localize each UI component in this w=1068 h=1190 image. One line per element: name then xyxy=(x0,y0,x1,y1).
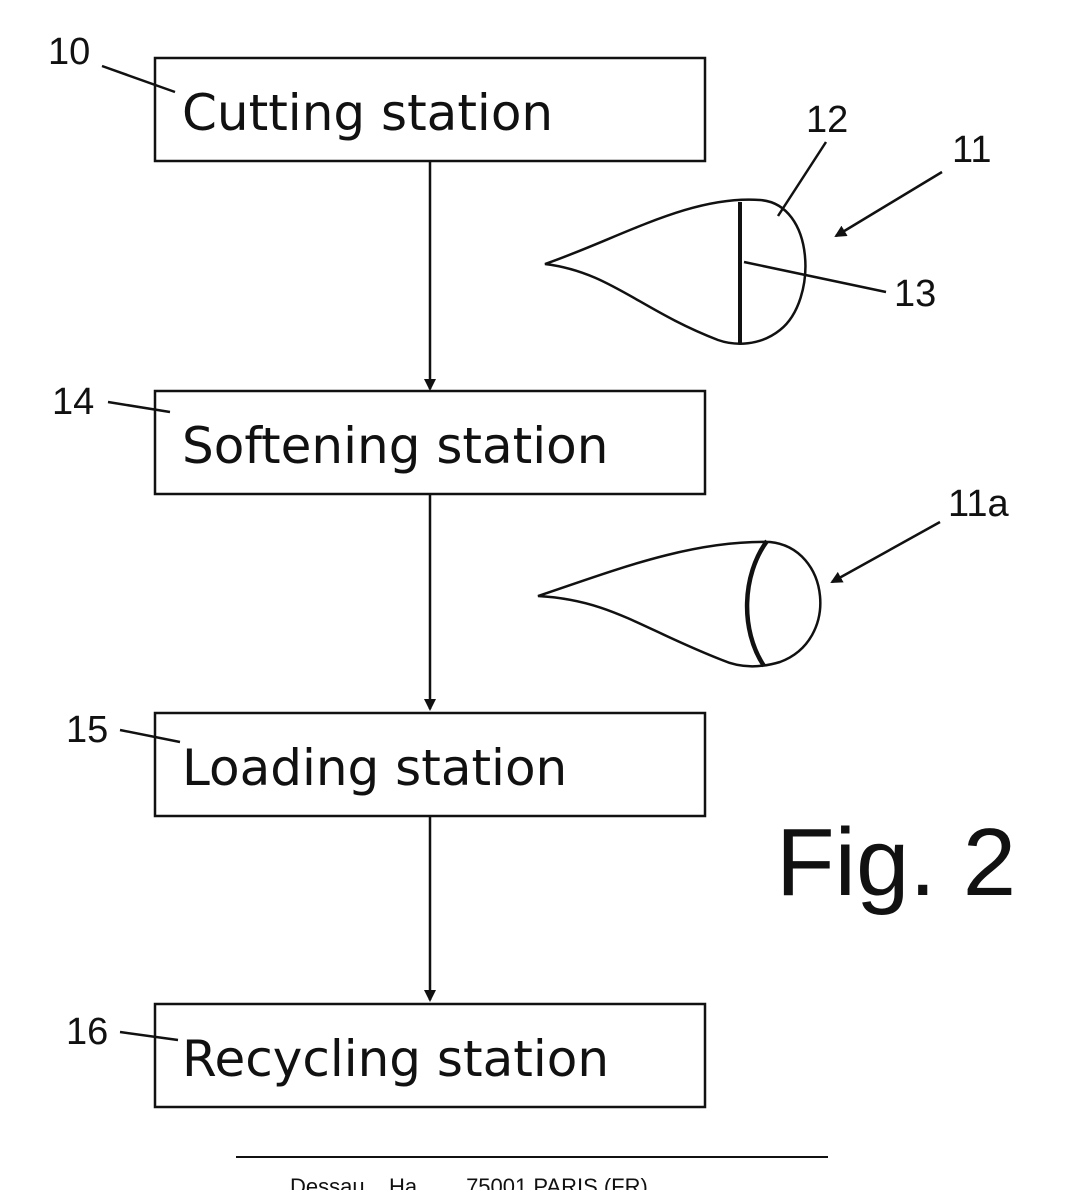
ref-11a-callout: 11a xyxy=(832,483,1009,582)
ref-10-label: 10 xyxy=(48,31,90,73)
footer-text: Dessau... Ha... ... 75001 PARIS (FR) xyxy=(290,1174,648,1190)
recycling-station-label: Recycling station xyxy=(182,1030,609,1088)
recycling-station-box: Recycling station xyxy=(155,1004,705,1107)
ref-13-callout: 13 xyxy=(744,262,936,315)
cutting-station-label: Cutting station xyxy=(182,84,553,142)
ref-16-leader xyxy=(120,1032,178,1040)
loading-station-box: Loading station xyxy=(155,713,705,816)
softened-blade-outline xyxy=(538,542,820,666)
ref-15-label: 15 xyxy=(66,709,108,751)
blade-assembly-drawing xyxy=(545,200,805,344)
ref-11a-arrow xyxy=(832,522,940,582)
blade-outline xyxy=(545,200,805,344)
ref-12-callout: 12 xyxy=(778,99,848,216)
ref-14-leader xyxy=(108,402,170,412)
ref-12-leader xyxy=(778,142,826,216)
ref-16-label: 16 xyxy=(66,1011,108,1053)
softening-station-box: Softening station xyxy=(155,391,705,494)
cutting-station-box: Cutting station xyxy=(155,58,705,161)
ref-14-callout: 14 xyxy=(52,381,170,423)
ref-16-callout: 16 xyxy=(66,1011,178,1053)
ref-14-label: 14 xyxy=(52,381,94,423)
ref-13-leader xyxy=(744,262,886,292)
figure-label: Fig. 2 xyxy=(776,809,1016,916)
ref-12-label: 12 xyxy=(806,99,848,141)
softened-blade-drawing xyxy=(538,541,820,666)
ref-11a-label: 11a xyxy=(948,483,1009,525)
ref-11-arrow xyxy=(836,172,942,236)
ref-15-callout: 15 xyxy=(66,709,180,751)
ref-15-leader xyxy=(120,730,180,742)
ref-10-leader xyxy=(102,66,175,92)
ref-11-label: 11 xyxy=(952,129,991,171)
ref-11-callout: 11 xyxy=(836,129,991,236)
blade-curved-cut-line xyxy=(747,541,767,666)
softening-station-label: Softening station xyxy=(182,417,608,475)
loading-station-label: Loading station xyxy=(182,739,567,797)
ref-13-label: 13 xyxy=(894,273,936,315)
